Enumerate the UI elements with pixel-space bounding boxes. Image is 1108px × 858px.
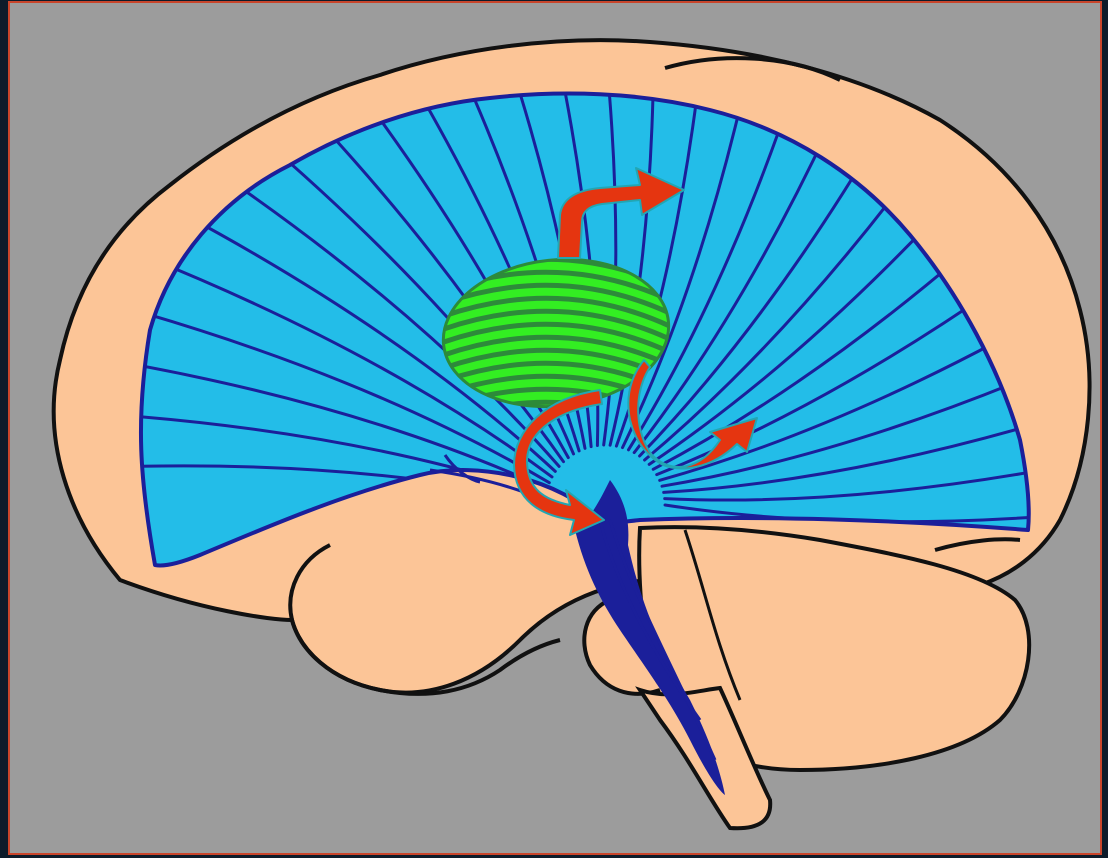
brain-diagram [0, 0, 1108, 858]
figure-frame [0, 0, 1108, 858]
